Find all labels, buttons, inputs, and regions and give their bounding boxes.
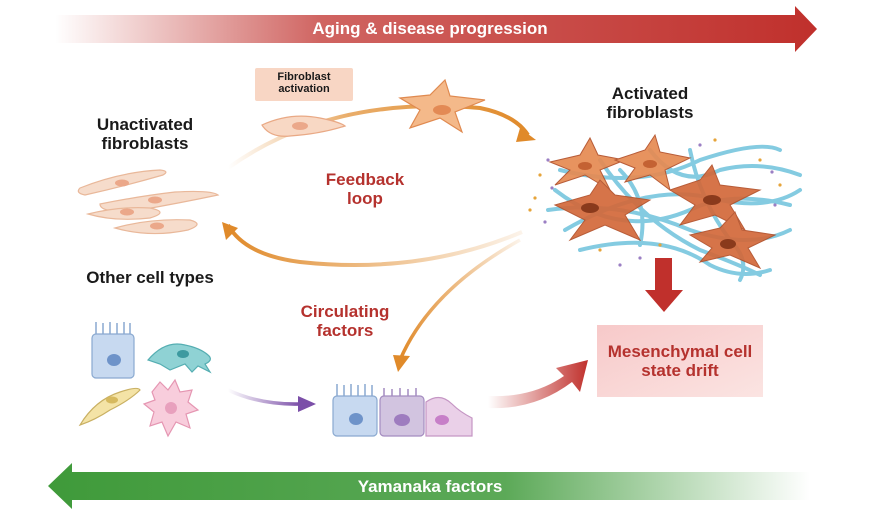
feedback-loop-label: Feedback loop xyxy=(325,170,405,209)
unactivated-fibroblasts xyxy=(77,169,220,235)
spindle-cell xyxy=(78,387,141,427)
fibroblast-activation-label: Fibroblast activation xyxy=(277,71,331,96)
nucleus xyxy=(115,179,129,187)
nucleus xyxy=(120,208,134,216)
activation-arrowhead xyxy=(516,128,536,142)
feedback-arrowhead xyxy=(222,222,238,240)
nucleus xyxy=(643,160,657,168)
circulating-arrow xyxy=(398,238,521,361)
nucleus xyxy=(150,222,164,230)
mesenchymal-box xyxy=(597,325,763,397)
epithelial-cell xyxy=(91,322,135,379)
nucleus xyxy=(703,195,721,205)
dendritic-like-cell xyxy=(146,343,212,374)
pink-cell xyxy=(142,378,200,438)
activating-fibroblast-1 xyxy=(261,115,347,137)
drift-arrow xyxy=(488,360,588,409)
unactivated-fibroblasts-label: Unactivated fibroblasts xyxy=(96,115,194,154)
nucleus xyxy=(578,162,592,170)
fibroblast-activation-box xyxy=(255,68,353,101)
secreted-factors xyxy=(528,138,782,267)
aging-banner-label: Aging & disease progression xyxy=(312,19,548,38)
yamanaka-banner-label: Yamanaka factors xyxy=(357,477,503,496)
circulating-factors-label: Circulating factors xyxy=(300,302,390,341)
other-cell-types-label: Other cell types xyxy=(86,268,214,287)
nucleus xyxy=(581,203,599,213)
activating-fibroblast-2 xyxy=(398,78,486,134)
nucleus xyxy=(720,239,736,249)
circulating-arrowhead xyxy=(393,355,410,372)
yamanaka-arrow xyxy=(48,463,810,509)
feedback-arrow xyxy=(226,223,523,267)
drifted-cells xyxy=(332,384,473,437)
aging-arrow xyxy=(55,6,817,52)
conversion-arrow xyxy=(227,388,301,406)
mesenchymal-drift-label: Mesenchymal cell state drift xyxy=(607,342,753,381)
activated-fibroblasts-label: Activated fibroblasts xyxy=(606,84,694,123)
conversion-arrowhead xyxy=(298,396,316,412)
drift-down-arrow xyxy=(645,258,683,312)
activation-arrow xyxy=(226,104,530,170)
nucleus xyxy=(148,196,162,204)
